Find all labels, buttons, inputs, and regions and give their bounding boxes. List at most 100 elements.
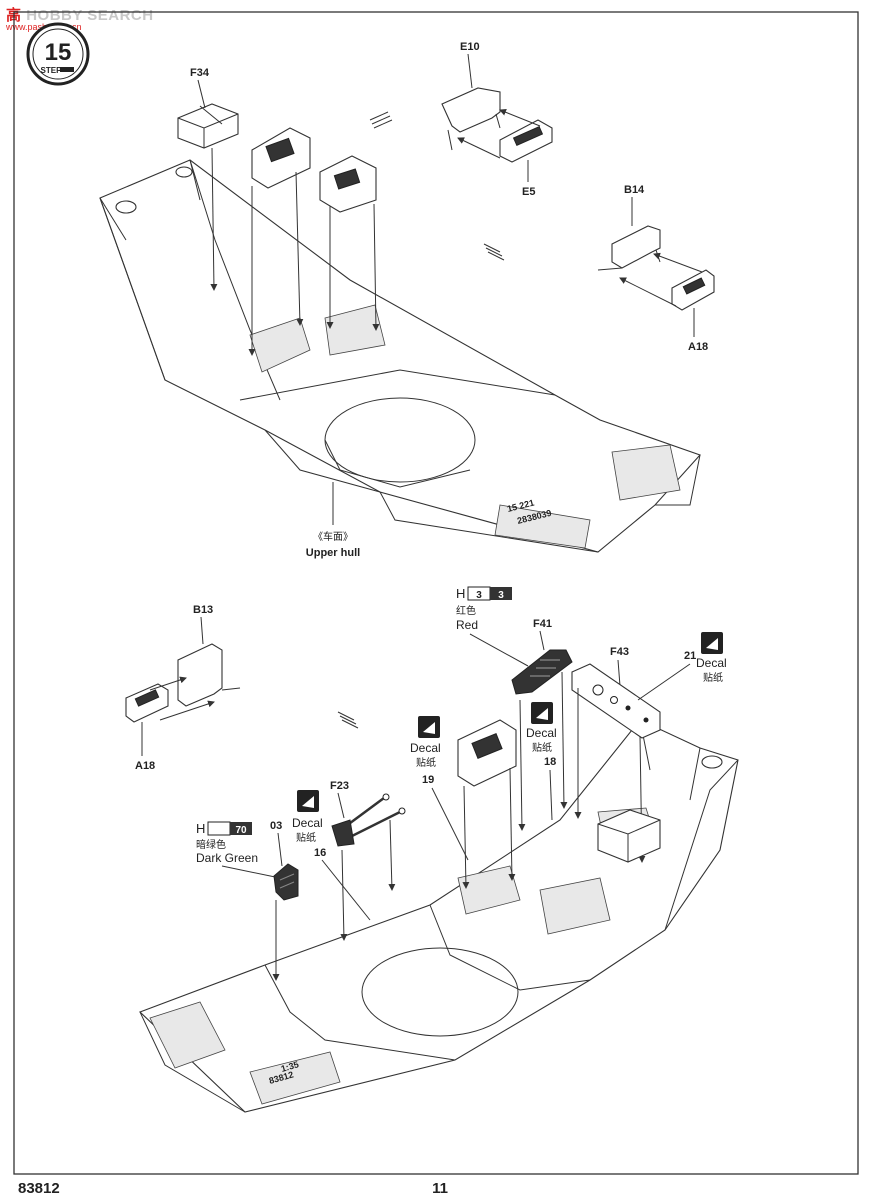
paint-red-code1: 3 (476, 590, 482, 601)
arrow-f41 (560, 671, 568, 809)
footer-page-number: 11 (432, 1180, 448, 1197)
step-label: STEP (41, 66, 63, 75)
label-p19: 19 (422, 774, 434, 786)
upper-hull-en: Upper hull (306, 547, 360, 559)
upper-assembly: 15 221 2838039 F34 E10 (99, 41, 715, 559)
leader-e10 (467, 53, 473, 89)
arrow-decal-18 (518, 699, 526, 831)
paint-red-en: Red (456, 618, 478, 632)
part-b14-frame (597, 225, 661, 271)
part-03-container (273, 863, 299, 901)
label-f43: F43 (610, 646, 629, 658)
arrow-f34 (210, 147, 218, 291)
step-number: 15 (45, 39, 72, 66)
label-a18-lower: A18 (135, 760, 155, 772)
paint-green-swatch (207, 821, 231, 836)
label-b14: B14 (624, 184, 645, 196)
direction-marker-1 (369, 111, 393, 129)
upper-hull: 15 221 2838039 (99, 159, 701, 553)
part-f23-cutters (331, 793, 406, 847)
leader-decal-18 (549, 769, 553, 821)
label-a18-upper: A18 (688, 341, 708, 353)
leader-b13 (200, 616, 204, 645)
leader-p03 (277, 832, 283, 867)
label-f23: F23 (330, 780, 349, 792)
decal-callout-21: 21 Decal 贴纸 (684, 632, 727, 684)
label-p18: 18 (544, 756, 556, 768)
decal-19-cn: 贴纸 (416, 756, 436, 769)
leader-f43 (617, 659, 621, 687)
arrow-a18-upper-1 (619, 277, 677, 307)
paint-green-code: 70 (235, 825, 247, 836)
leader-paint-green (221, 865, 281, 879)
footer-product-code: 83812 (18, 1180, 60, 1197)
label-p03: 03 (270, 820, 282, 832)
direction-marker-3 (337, 711, 359, 729)
paint-green-cn: 暗绿色 (196, 838, 226, 851)
label-f34: F34 (190, 67, 210, 79)
tank-icon (60, 67, 74, 72)
arrow-bracket-left-2 (295, 171, 304, 326)
part-e5-bracket (499, 119, 553, 163)
decal-18-en: Decal (526, 726, 557, 740)
arrow-bracket-lower-2 (508, 767, 516, 881)
paint-callout-red: H 3 3 红色 Red (456, 586, 512, 632)
arrow-f23-1 (340, 849, 348, 941)
label-f41: F41 (533, 618, 552, 630)
part-b13-frame (177, 643, 241, 707)
lower-assembly: 1:35 83812 B13 A18 H 3 3 红色 Red (125, 586, 739, 1113)
arrow-e5-2 (499, 108, 541, 127)
arrow-a18-lower-2 (159, 700, 215, 721)
part-a18-bracket-lower (125, 683, 169, 723)
arrow-e5-1 (457, 137, 501, 159)
paint-callout-green: H 70 暗绿色 Dark Green (196, 821, 258, 865)
part-f43-plate (571, 663, 661, 739)
leader-decal-16 (321, 859, 371, 921)
paint-green-prefix: H (196, 821, 205, 836)
decal-19-en: Decal (410, 741, 441, 755)
decal-16-en: Decal (292, 816, 323, 830)
paint-red-cn: 红色 (456, 604, 476, 617)
decal-21-en: Decal (696, 656, 727, 670)
page-frame (13, 11, 859, 1175)
decal-16-cn: 贴纸 (296, 831, 316, 844)
label-e10: E10 (460, 41, 480, 53)
leader-f34 (197, 79, 206, 109)
lower-hull-box (597, 809, 661, 863)
label-b13: B13 (193, 604, 213, 616)
label-e5: E5 (522, 186, 535, 198)
leader-f41 (539, 630, 545, 651)
label-p21: 21 (684, 650, 696, 662)
arrow-bracket-lower-1 (462, 785, 470, 889)
paint-red-prefix: H (456, 586, 465, 601)
paint-red-code2: 3 (498, 590, 504, 601)
leader-decal-21 (637, 663, 691, 701)
arrow-a18-upper-2 (653, 252, 703, 273)
part-bracket-left (251, 127, 311, 189)
arrow-f23-2 (388, 819, 396, 891)
leader-f23 (337, 792, 345, 819)
arrow-a18-lower-1 (149, 676, 187, 691)
leader-decal-19 (431, 787, 469, 861)
decal-callout-19: Decal 贴纸 19 (410, 716, 441, 786)
decal-18-cn: 贴纸 (532, 741, 552, 754)
part-e10-frame (441, 87, 501, 151)
part-a18-bracket-upper (671, 269, 715, 311)
step-badge: 15 STEP (26, 22, 90, 86)
direction-marker-2 (483, 243, 505, 261)
part-f41-fitting (511, 649, 573, 695)
part-bracket-lower (457, 719, 517, 787)
decal-callout-16: Decal 贴纸 16 (292, 790, 326, 859)
decal-callout-18: Decal 贴纸 18 (526, 702, 557, 768)
decal-21-cn: 贴纸 (703, 671, 723, 684)
part-bracket-right (319, 155, 377, 213)
leader-paint-red (469, 633, 529, 667)
upper-hull-cn: 《车面》 (313, 530, 353, 543)
paint-red-code-box (490, 587, 512, 600)
lower-hull-marking: 1:35 (280, 1059, 300, 1074)
lower-hull: 1:35 83812 (138, 719, 739, 1113)
label-p16: 16 (314, 847, 326, 859)
paint-green-code-box (230, 822, 252, 835)
part-f34-box (177, 103, 239, 149)
